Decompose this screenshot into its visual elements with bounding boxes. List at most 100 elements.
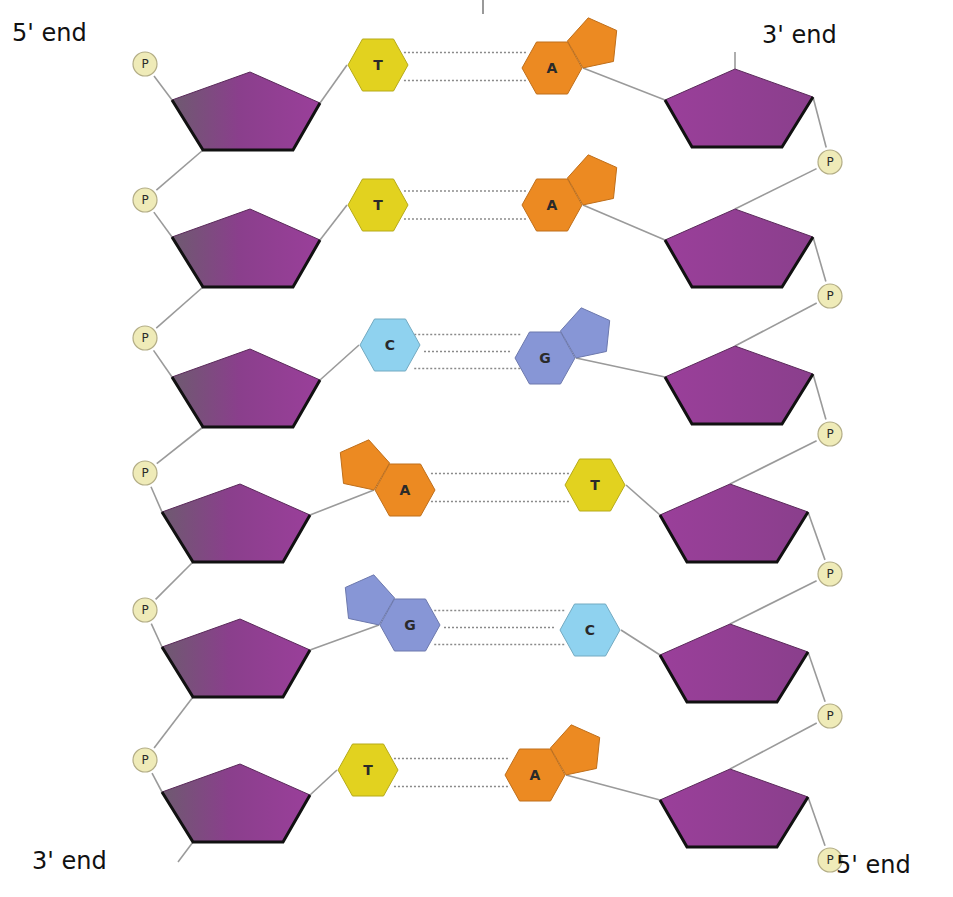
sugar-edge bbox=[660, 512, 808, 562]
sugar-base-bond bbox=[310, 490, 374, 515]
phosphate-label: P bbox=[141, 754, 148, 766]
nitrogen-base: G bbox=[514, 331, 576, 385]
sugar-edge bbox=[172, 100, 320, 150]
hydrogen-bond bbox=[444, 627, 556, 629]
phosphate-label: P bbox=[826, 854, 833, 866]
phosphate-circle: P bbox=[132, 51, 158, 77]
base-letter: G bbox=[539, 351, 551, 365]
base-letter: A bbox=[530, 768, 541, 782]
nitrogen-base: C bbox=[559, 603, 621, 657]
sugar-edge bbox=[660, 652, 808, 702]
hydrogen-bond bbox=[404, 190, 526, 192]
deoxyribose-sugar bbox=[172, 349, 320, 427]
backbone-line bbox=[154, 212, 172, 237]
backbone-line bbox=[178, 842, 193, 862]
backbone-line bbox=[156, 287, 203, 328]
sugar-edge bbox=[660, 797, 808, 847]
nitrogen-base: C bbox=[359, 318, 421, 372]
phosphate-circle: P bbox=[817, 421, 843, 447]
base-letter: C bbox=[585, 623, 595, 637]
base-ring bbox=[522, 179, 582, 231]
deoxyribose-sugar bbox=[172, 209, 320, 287]
phosphate-circle: P bbox=[817, 283, 843, 309]
sugar-base-bond bbox=[310, 770, 337, 795]
phosphate-label: P bbox=[141, 194, 148, 206]
phosphate-circle: P bbox=[132, 747, 158, 773]
backbone-line bbox=[154, 350, 172, 377]
backbone-line bbox=[808, 652, 825, 702]
sugar-edge bbox=[172, 377, 320, 427]
sugar-base-bond bbox=[320, 65, 347, 103]
backbone-line bbox=[154, 697, 193, 748]
sugar-base-bond bbox=[583, 205, 665, 240]
backbone-line bbox=[808, 797, 825, 846]
sugar-base-bond bbox=[583, 68, 665, 100]
sugar-edge bbox=[162, 512, 310, 562]
hydrogen-bond bbox=[404, 218, 526, 220]
base-letter: T bbox=[373, 58, 383, 72]
phosphate-circle: P bbox=[817, 703, 843, 729]
base-letter: A bbox=[547, 61, 558, 75]
sugar-base-bond bbox=[566, 775, 660, 800]
nitrogen-base: A bbox=[521, 41, 583, 95]
phosphate-disc bbox=[818, 150, 842, 174]
phosphate-disc bbox=[818, 704, 842, 728]
phosphate-label: P bbox=[826, 710, 833, 722]
deoxyribose-sugar bbox=[660, 484, 808, 562]
phosphate-disc bbox=[818, 562, 842, 586]
base-ring bbox=[360, 319, 420, 371]
backbone-line bbox=[813, 237, 826, 282]
base-ring bbox=[380, 599, 440, 651]
hydrogen-bond bbox=[434, 644, 566, 646]
base-ring bbox=[375, 464, 435, 516]
strand-end-label: 5' end bbox=[836, 852, 911, 878]
base-letter: A bbox=[547, 198, 558, 212]
phosphate-label: P bbox=[826, 428, 833, 440]
backbone-line bbox=[154, 76, 172, 100]
phosphate-circle: P bbox=[132, 597, 158, 623]
base-ring bbox=[522, 42, 582, 94]
base-ring bbox=[560, 604, 620, 656]
strand-end-label: 3' end bbox=[32, 848, 107, 874]
sugar-base-bond bbox=[320, 345, 359, 380]
phosphate-label: P bbox=[141, 332, 148, 344]
deoxyribose-sugar bbox=[660, 769, 808, 847]
phosphate-circle: P bbox=[132, 460, 158, 486]
phosphate-circle: P bbox=[132, 187, 158, 213]
phosphate-disc bbox=[133, 52, 157, 76]
deoxyribose-sugar bbox=[665, 346, 813, 424]
base-letter: T bbox=[363, 763, 373, 777]
nitrogen-base: G bbox=[379, 598, 441, 652]
nitrogen-base: T bbox=[564, 458, 626, 512]
sugar-base-bond bbox=[626, 485, 660, 515]
hydrogen-bond bbox=[394, 758, 509, 760]
base-letter: T bbox=[590, 478, 600, 492]
hydrogen-bond bbox=[424, 351, 511, 353]
sugar-base-bond bbox=[576, 358, 665, 377]
sugar-base-bond bbox=[621, 630, 660, 655]
phosphate-circle: P bbox=[817, 149, 843, 175]
deoxyribose-sugar bbox=[162, 619, 310, 697]
deoxyribose-sugar bbox=[665, 209, 813, 287]
deoxyribose-sugar bbox=[172, 72, 320, 150]
phosphate-label: P bbox=[141, 604, 148, 616]
backbone-line bbox=[156, 150, 203, 190]
sugar-base-bond bbox=[310, 625, 379, 650]
phosphate-disc bbox=[133, 461, 157, 485]
backbone-line bbox=[735, 169, 817, 209]
backbone-line bbox=[157, 427, 203, 464]
base-letter: T bbox=[373, 198, 383, 212]
phosphate-label: P bbox=[826, 568, 833, 580]
hydrogen-bond bbox=[404, 80, 526, 82]
backbone-line bbox=[152, 773, 162, 792]
backbone-line bbox=[156, 562, 193, 599]
top-tick bbox=[482, 0, 484, 14]
phosphate-label: P bbox=[826, 290, 833, 302]
backbone-line bbox=[808, 512, 825, 560]
deoxyribose-sugar bbox=[162, 484, 310, 562]
backbone-line bbox=[151, 624, 162, 647]
deoxyribose-sugar bbox=[162, 764, 310, 842]
nitrogen-base: T bbox=[347, 178, 409, 232]
sugar-edge bbox=[172, 237, 320, 287]
